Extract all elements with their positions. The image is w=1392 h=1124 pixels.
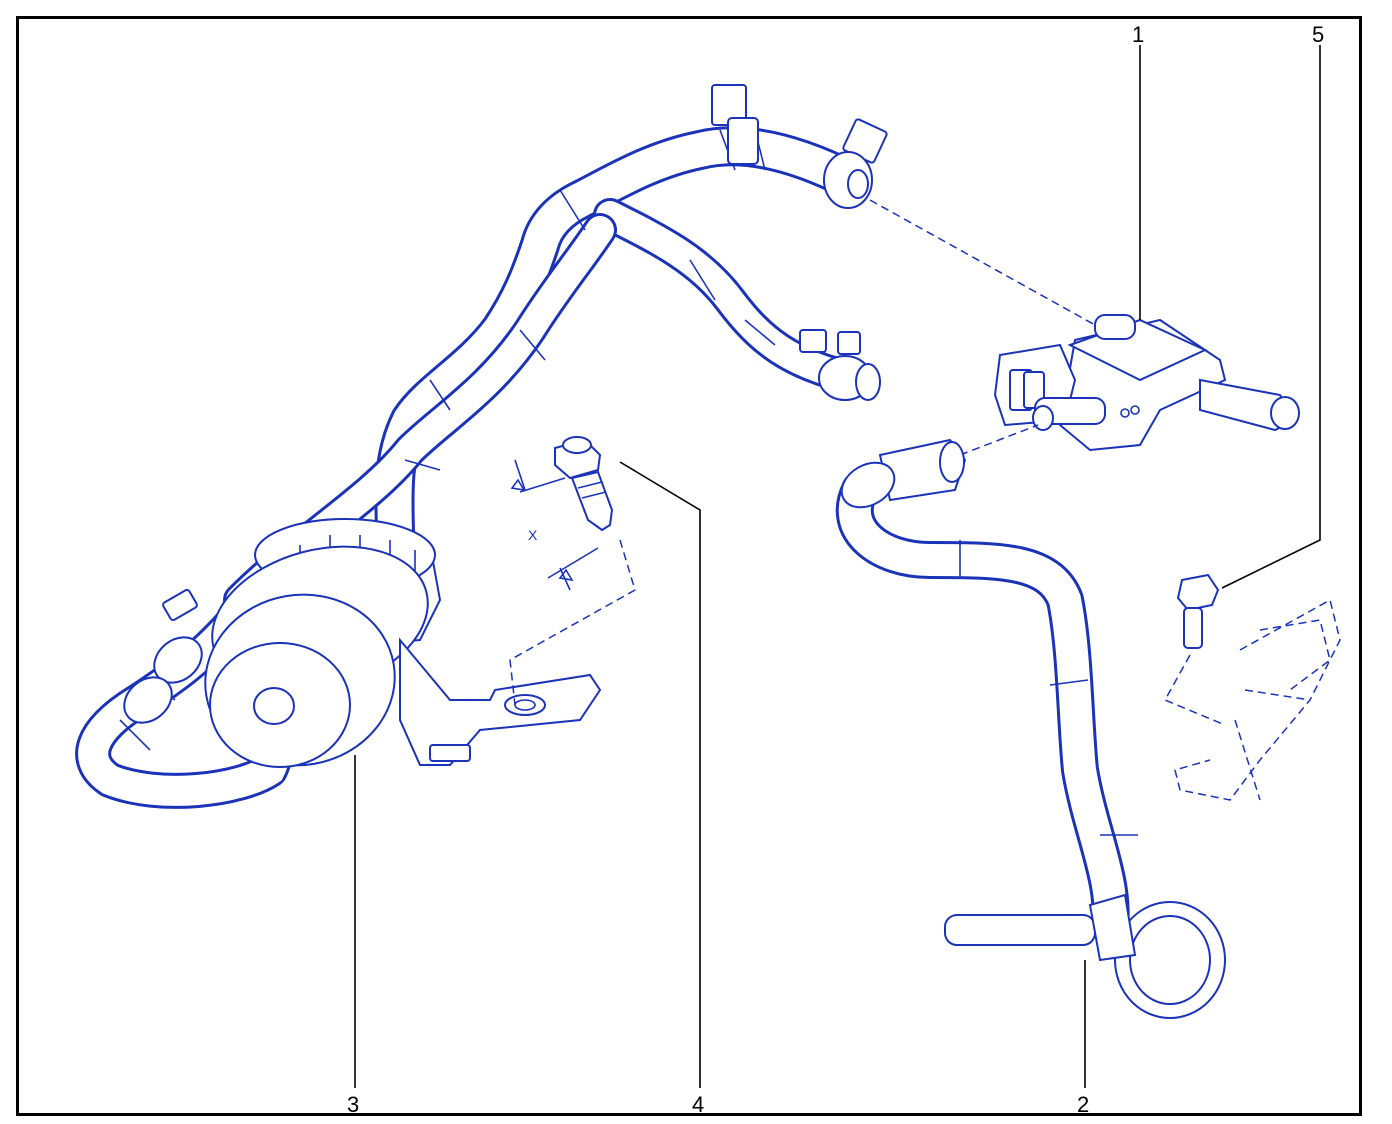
mounting-bolt bbox=[554, 436, 614, 532]
purge-hose bbox=[835, 471, 1138, 944]
bolt-to-bracket-path bbox=[1163, 654, 1226, 726]
hose-quick-connector bbox=[840, 438, 967, 509]
leader-5 bbox=[1221, 45, 1321, 589]
valve-to-hose-path-lower bbox=[959, 424, 1039, 456]
callout-leaders bbox=[354, 45, 1321, 1088]
drawing-frame bbox=[16, 16, 1362, 1116]
callout-4: 4 bbox=[692, 1092, 704, 1117]
leader-4 bbox=[619, 461, 701, 1088]
ghost-bracket bbox=[1174, 598, 1341, 801]
dimension-x: X bbox=[510, 459, 599, 591]
canister-port bbox=[253, 687, 295, 725]
hose-clamp bbox=[711, 84, 759, 165]
canister-mounting-bracket bbox=[399, 637, 602, 766]
callout-1: 1 bbox=[1132, 22, 1144, 47]
callout-2: 2 bbox=[1077, 1092, 1089, 1117]
hose-clamp bbox=[123, 588, 203, 724]
bracket-bolt bbox=[1176, 573, 1220, 649]
purge-solenoid-valve bbox=[993, 314, 1300, 452]
callout-3: 3 bbox=[347, 1092, 359, 1117]
bolt-install-path bbox=[509, 539, 636, 706]
hose-clamp bbox=[799, 329, 881, 401]
hose-clamp bbox=[823, 118, 888, 209]
upper-hose-run bbox=[374, 126, 870, 560]
branch-hose-run bbox=[593, 198, 877, 397]
valve-nozzle bbox=[1032, 397, 1106, 431]
evap-canister bbox=[204, 518, 602, 768]
dimension-x-label: X bbox=[528, 527, 538, 543]
callout-5: 5 bbox=[1312, 22, 1324, 47]
fuel-line-clip bbox=[944, 893, 1226, 1019]
valve-to-hose-path-upper bbox=[869, 199, 1096, 326]
